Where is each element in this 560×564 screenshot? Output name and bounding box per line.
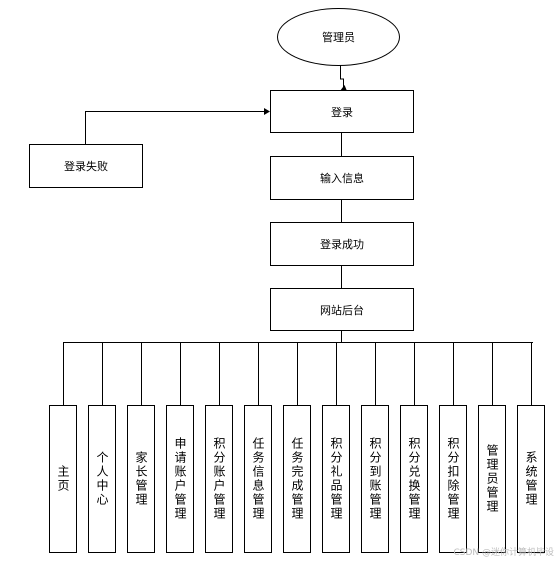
module-node-3: 家长管理	[127, 405, 155, 553]
login-node: 登录	[270, 90, 414, 133]
module-node-11: 积分扣除管理	[439, 405, 467, 553]
module-node-4: 申请账户管理	[166, 405, 194, 553]
module-node-13: 系统管理	[517, 405, 545, 553]
watermark: CSDN @迷你计算机毕设	[453, 548, 554, 558]
module-node-2: 个人中心	[88, 405, 116, 553]
module-label: 积分兑换管理	[407, 437, 421, 521]
login-node-label: 登录	[331, 105, 353, 119]
module-label: 管理员管理	[485, 444, 499, 514]
login-failed-label: 登录失败	[64, 160, 108, 173]
module-label: 任务完成管理	[290, 437, 304, 521]
module-node-9: 积分到账管理	[361, 405, 389, 553]
login-success-node: 登录成功	[270, 222, 414, 266]
module-label: 积分礼品管理	[329, 437, 343, 521]
module-label: 个人中心	[95, 451, 109, 507]
input-info-label: 输入信息	[320, 172, 364, 185]
login-success-label: 登录成功	[320, 238, 364, 251]
login-failed-node: 登录失败	[29, 144, 143, 188]
root-node-label: 管理员	[322, 31, 355, 44]
arrow-failed-login	[264, 108, 270, 115]
module-node-6: 任务信息管理	[244, 405, 272, 553]
module-label: 积分扣除管理	[446, 437, 460, 521]
module-label: 任务信息管理	[251, 437, 265, 521]
module-node-1: 主页	[49, 405, 77, 553]
root-node-admin: 管理员	[277, 8, 400, 66]
module-label: 申请账户管理	[173, 437, 187, 521]
connector-root-login	[340, 65, 344, 88]
module-label: 积分账户管理	[212, 437, 226, 521]
backend-label: 网站后台	[320, 303, 364, 317]
module-node-5: 积分账户管理	[205, 405, 233, 553]
module-node-10: 积分兑换管理	[400, 405, 428, 553]
module-node-12: 管理员管理	[478, 405, 506, 553]
module-node-7: 任务完成管理	[283, 405, 311, 553]
backend-node: 网站后台	[270, 288, 414, 331]
input-info-node: 输入信息	[270, 156, 414, 200]
module-label: 系统管理	[524, 451, 538, 507]
module-label: 主页	[56, 465, 70, 493]
module-label: 积分到账管理	[368, 437, 382, 521]
arrow-root-login	[340, 85, 347, 91]
module-label: 家长管理	[134, 451, 148, 507]
connector-failed-login	[85, 111, 266, 144]
module-node-8: 积分礼品管理	[322, 405, 350, 553]
